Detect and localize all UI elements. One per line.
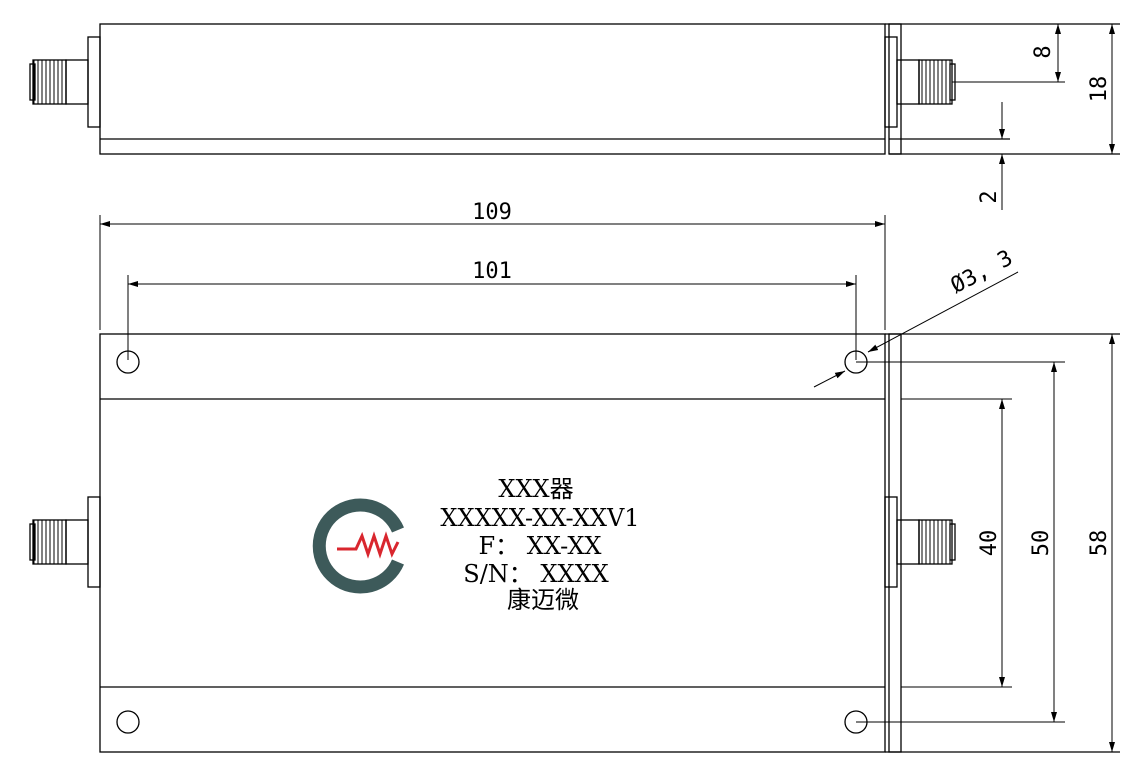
- dim-width-inner: 40: [977, 399, 1005, 687]
- side-end-profile: [888, 23, 902, 155]
- dim-connector-height: 8: [1031, 24, 1061, 82]
- dim-width-inner-text: 40: [977, 530, 1002, 557]
- dim-length-overall: 109: [99, 200, 886, 330]
- label-serial-number: S/N： XXXX: [463, 560, 609, 588]
- top-view: Ø3, 3 40 50 58 XXX器 XXXXX-XX-XXV1 F： XX-…: [29, 246, 1120, 753]
- dim-hole-spacing-width-text: 50: [1029, 530, 1054, 557]
- dim-base-thickness: 2: [977, 102, 1005, 210]
- top-left-connector: [29, 496, 101, 588]
- dim-hole-spacing-width: 50: [1029, 362, 1057, 722]
- product-label: XXX器 XXXXX-XX-XXV1 F： XX-XX S/N： XXXX 康迈…: [440, 475, 639, 614]
- dim-base-thickness-text: 2: [977, 190, 1002, 203]
- label-frequency: F： XX-XX: [478, 532, 601, 560]
- label-product-type: XXX器: [498, 475, 573, 503]
- dim-length-overall-text: 109: [472, 200, 512, 225]
- dim-hole-diameter: Ø3, 3: [813, 246, 1019, 388]
- mounting-hole-top-left: [116, 350, 140, 374]
- dim-width-overall: 58: [1087, 334, 1115, 752]
- mounting-hole-bottom-right: [844, 710, 868, 734]
- dim-hole-spacing-length: 101: [127, 259, 857, 360]
- top-end-profile: [888, 333, 902, 753]
- side-view: 8 18 2: [29, 23, 1120, 210]
- side-right-connector: [884, 36, 956, 128]
- dim-height-overall: 18: [1087, 24, 1115, 154]
- dim-width-overall-text: 58: [1087, 530, 1112, 557]
- dim-height-overall-text: 18: [1087, 76, 1112, 103]
- mounting-hole-top-right: [844, 350, 868, 374]
- company-logo: [312, 498, 404, 594]
- label-model-number: XXXXX-XX-XXV1: [440, 504, 639, 532]
- side-body: [99, 23, 886, 155]
- top-right-connector: [884, 496, 956, 588]
- label-company-name: 康迈微: [507, 586, 579, 614]
- dim-connector-height-text: 8: [1031, 45, 1056, 58]
- dim-hole-spacing-length-text: 101: [472, 259, 512, 284]
- mounting-hole-bottom-left: [116, 710, 140, 734]
- side-left-connector: [29, 36, 101, 128]
